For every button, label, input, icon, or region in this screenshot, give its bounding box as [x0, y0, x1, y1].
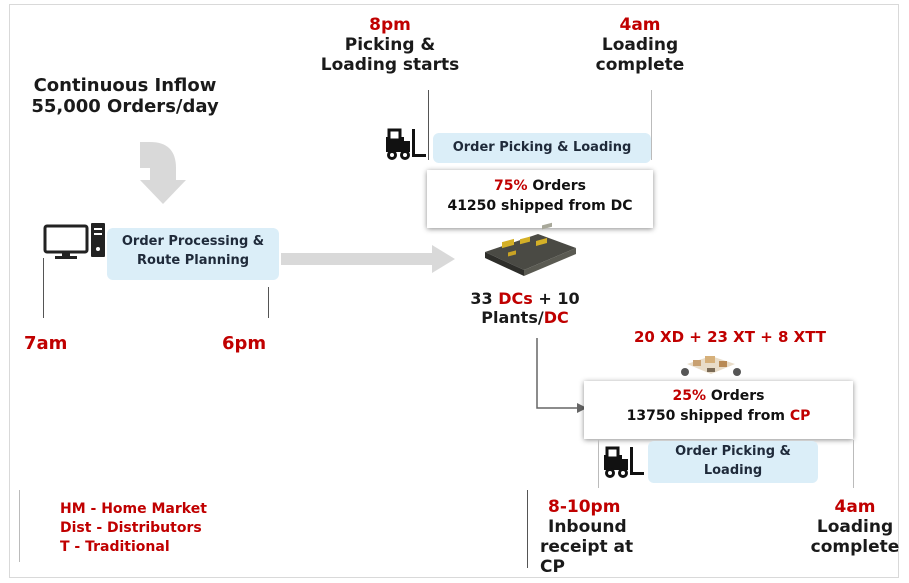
legend: HM - Home Market Dist - Distributors T -… [60, 500, 280, 557]
legend-item: T - Traditional [60, 538, 280, 557]
legend-item: HM - Home Market [60, 500, 280, 519]
cp-right-line [853, 440, 854, 488]
inbound-line [527, 490, 528, 568]
cp-inbound: 8-10pm Inbound receipt at CP [530, 497, 660, 577]
cp-left-line [598, 440, 599, 488]
cross-dock-icon [677, 348, 747, 382]
cp-orders-card: 25% Orders 13750 shipped from CP [584, 381, 853, 439]
legend-line [19, 490, 20, 562]
cp-network-label: 20 XD + 23 XT + 8 XTT [615, 329, 845, 347]
cp-picking-box: Order Picking & Loading [648, 441, 818, 483]
cp-forklift-icon [602, 446, 646, 480]
legend-item: Dist - Distributors [60, 519, 280, 538]
cp-load-complete: 4am Loading complete [805, 497, 905, 557]
